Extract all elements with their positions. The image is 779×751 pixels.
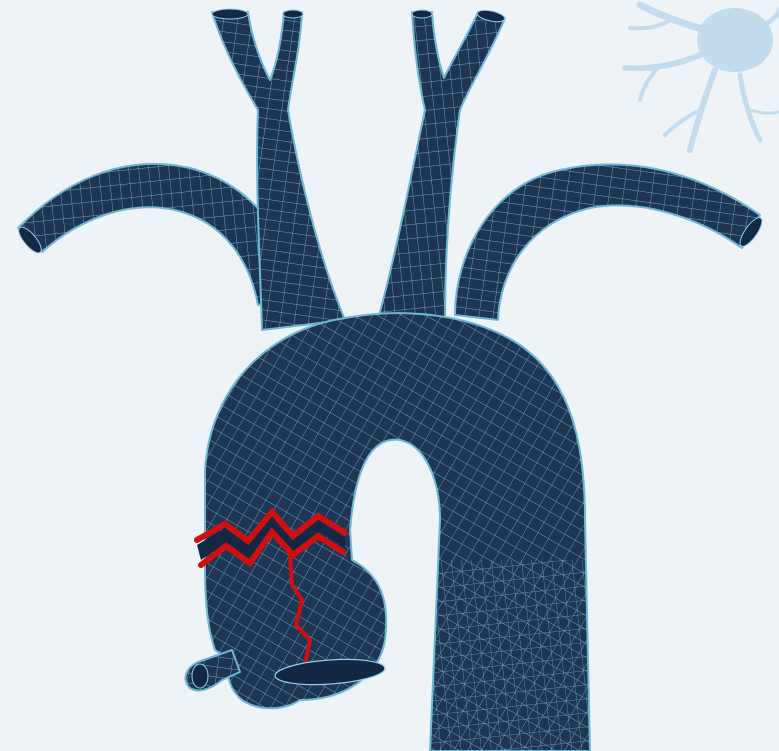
neuron-icon: [625, 5, 779, 150]
aorta-body: [15, 8, 766, 751]
